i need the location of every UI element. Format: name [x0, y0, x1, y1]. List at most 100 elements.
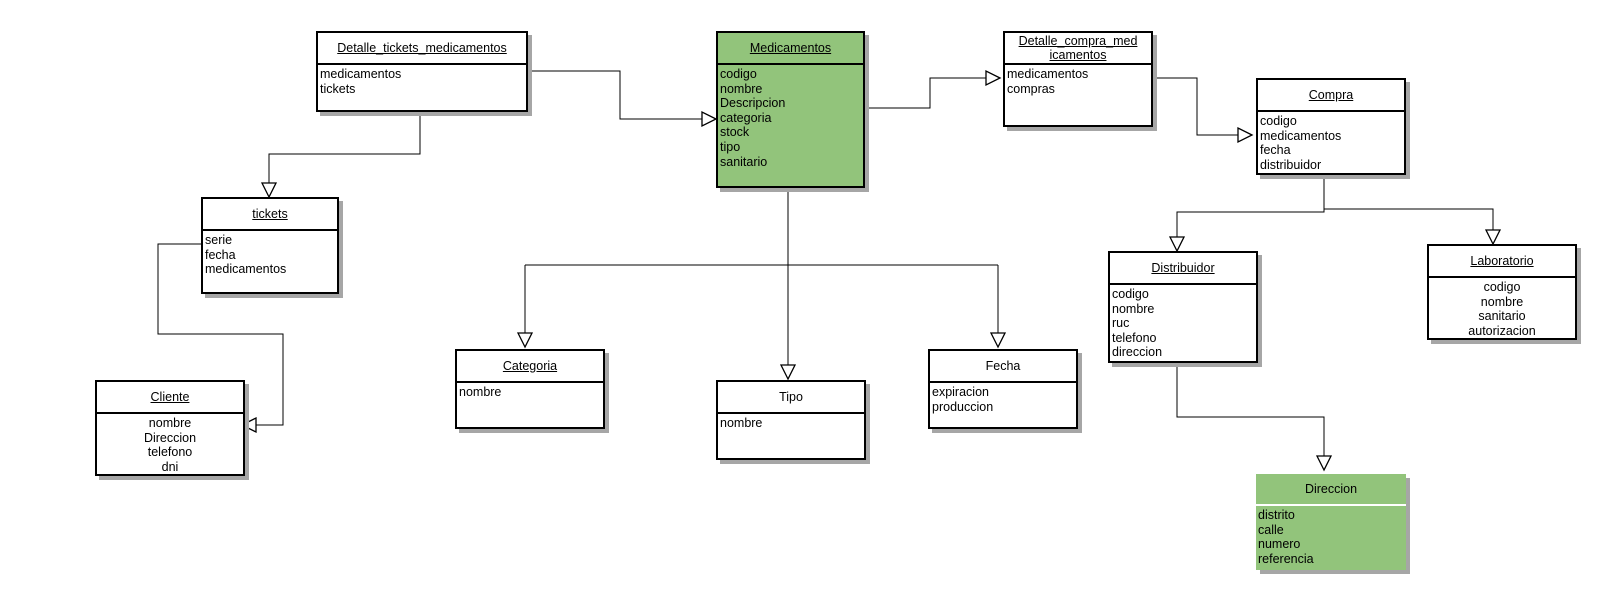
- entity-direccion[interactable]: Direccion distrito calle numero referenc…: [1256, 474, 1406, 570]
- attribute: autorizacion: [1468, 323, 1536, 338]
- connector-compra-to-laboratorio: [1324, 208, 1494, 230]
- attribute: numero: [1258, 537, 1301, 552]
- entity-header: tickets: [203, 199, 337, 231]
- entity-header: Cliente: [97, 382, 243, 414]
- entity-header: Compra: [1258, 80, 1404, 112]
- entity-compra[interactable]: Compra codigo medicamentos fecha distrib…: [1256, 78, 1406, 175]
- arrowhead-compra: [1237, 126, 1254, 144]
- arrowhead-direccion: [1315, 455, 1333, 472]
- arrowhead-laboratorio: [1484, 229, 1502, 246]
- attribute: categoria: [720, 110, 772, 125]
- attribute: sanitario: [720, 154, 768, 169]
- arrowhead-categoria: [516, 332, 534, 349]
- arrowhead-detalle-compra: [985, 69, 1002, 87]
- entity-fecha[interactable]: Fecha expiracion produccion: [928, 349, 1078, 429]
- attribute: codigo: [1112, 287, 1149, 301]
- entity-title: tickets: [252, 207, 288, 221]
- attribute: Direccion: [143, 430, 197, 445]
- attribute: medicamentos: [1007, 67, 1089, 81]
- attribute: tipo: [720, 139, 741, 154]
- entity-categoria[interactable]: Categoria nombre: [455, 349, 605, 429]
- entity-attributes: codigo medicamentos fecha distribuidor: [1258, 112, 1404, 172]
- entity-tipo[interactable]: Tipo nombre: [716, 380, 866, 460]
- attribute: codigo: [720, 67, 757, 81]
- entity-header: Fecha: [930, 351, 1076, 383]
- entity-header: Laboratorio: [1429, 246, 1575, 278]
- entity-attributes: nombre Direccion telefono dni: [97, 414, 243, 474]
- attribute: distribuidor: [1260, 157, 1322, 172]
- attribute: nombre: [720, 81, 763, 96]
- entity-title-line1: Detalle_compra_med: [1018, 34, 1138, 48]
- attribute: codigo: [1483, 280, 1521, 294]
- attribute: codigo: [1260, 114, 1297, 128]
- entity-header: Detalle_compra_med icamentos: [1005, 33, 1151, 65]
- attribute: nombre: [1480, 294, 1524, 309]
- entity-tickets[interactable]: tickets serie fecha medicamentos: [201, 197, 339, 294]
- attribute: telefono: [147, 445, 193, 460]
- attribute: serie: [205, 233, 233, 247]
- entity-detalle-tickets-medicamentos[interactable]: Detalle_tickets_medicamentos medicamento…: [316, 31, 528, 112]
- entity-title: Distribuidor: [1151, 261, 1215, 275]
- attribute: medicamentos: [320, 67, 402, 81]
- arrowhead-distribuidor: [1168, 236, 1186, 253]
- attribute: tickets: [320, 81, 356, 96]
- entity-title: Categoria: [502, 359, 558, 373]
- attribute: expiracion: [932, 385, 989, 399]
- entity-title: Laboratorio: [1470, 254, 1534, 268]
- entity-cliente[interactable]: Cliente nombre Direccion telefono dni: [95, 380, 245, 476]
- entity-attributes: expiracion produccion: [930, 383, 1076, 414]
- entity-distribuidor[interactable]: Distribuidor codigo nombre ruc telefono …: [1108, 251, 1258, 363]
- entity-attributes: codigo nombre sanitario autorizacion: [1429, 278, 1575, 338]
- attribute: medicamentos: [205, 262, 287, 277]
- connector-detalle-compra-to-compra: [1149, 77, 1240, 136]
- entity-header: Direccion: [1256, 474, 1406, 506]
- entity-detalle-compra-medicamentos[interactable]: Detalle_compra_med icamentos medicamento…: [1003, 31, 1153, 127]
- attribute: direccion: [1112, 345, 1163, 360]
- connector-compra-to-distribuidor: [1176, 175, 1325, 237]
- attribute: medicamentos: [1260, 128, 1342, 143]
- attribute: referencia: [1258, 551, 1314, 566]
- attribute: produccion: [932, 399, 994, 414]
- connector-detalle-tickets-to-medicamentos: [526, 70, 706, 120]
- entity-header: Categoria: [457, 351, 603, 383]
- entity-title: Fecha: [985, 359, 1021, 373]
- entity-title: Cliente: [150, 390, 190, 404]
- arrowhead-medicamentos: [701, 110, 718, 128]
- entity-title-line2: icamentos: [1049, 48, 1107, 62]
- entity-title: Medicamentos: [749, 41, 832, 55]
- attribute: nombre: [148, 416, 192, 430]
- entity-header: Distribuidor: [1110, 253, 1256, 285]
- entity-title: Compra: [1308, 88, 1354, 102]
- attribute: distrito: [1258, 508, 1295, 522]
- attribute: fecha: [205, 247, 236, 262]
- entity-attributes: serie fecha medicamentos: [203, 231, 337, 277]
- attribute: Descripcion: [720, 96, 786, 111]
- arrowhead-tickets: [260, 182, 278, 199]
- entity-attributes: medicamentos compras: [1005, 65, 1151, 96]
- attribute: fecha: [1260, 143, 1291, 158]
- attribute: telefono: [1112, 330, 1157, 345]
- entity-laboratorio[interactable]: Laboratorio codigo nombre sanitario auto…: [1427, 244, 1577, 340]
- entity-header: Tipo: [718, 382, 864, 414]
- arrowhead-fecha: [989, 332, 1007, 349]
- attribute: nombre: [720, 416, 763, 430]
- attribute: dni: [161, 459, 179, 474]
- attribute: sanitario: [1478, 309, 1526, 324]
- entity-attributes: medicamentos tickets: [318, 65, 526, 96]
- connector-distribuidor-to-direccion: [1176, 361, 1325, 456]
- attribute: compras: [1007, 81, 1055, 96]
- entity-title: Direccion: [1304, 482, 1358, 496]
- attribute: stock: [720, 125, 750, 140]
- entity-attributes: codigo nombre Descripcion categoria stoc…: [718, 65, 863, 169]
- entity-attributes: distrito calle numero referencia: [1256, 506, 1406, 566]
- entity-medicamentos[interactable]: Medicamentos codigo nombre Descripcion c…: [716, 31, 865, 188]
- entity-attributes: nombre: [457, 383, 603, 400]
- attribute: nombre: [459, 385, 502, 399]
- connector-detalle-tickets-to-tickets: [268, 111, 421, 183]
- attribute: nombre: [1112, 301, 1155, 316]
- entity-attributes: nombre: [718, 414, 864, 431]
- arrowhead-tipo: [779, 364, 797, 381]
- entity-title: Tipo: [779, 390, 803, 404]
- connector-medicamentos-to-detalle-compra: [862, 77, 987, 109]
